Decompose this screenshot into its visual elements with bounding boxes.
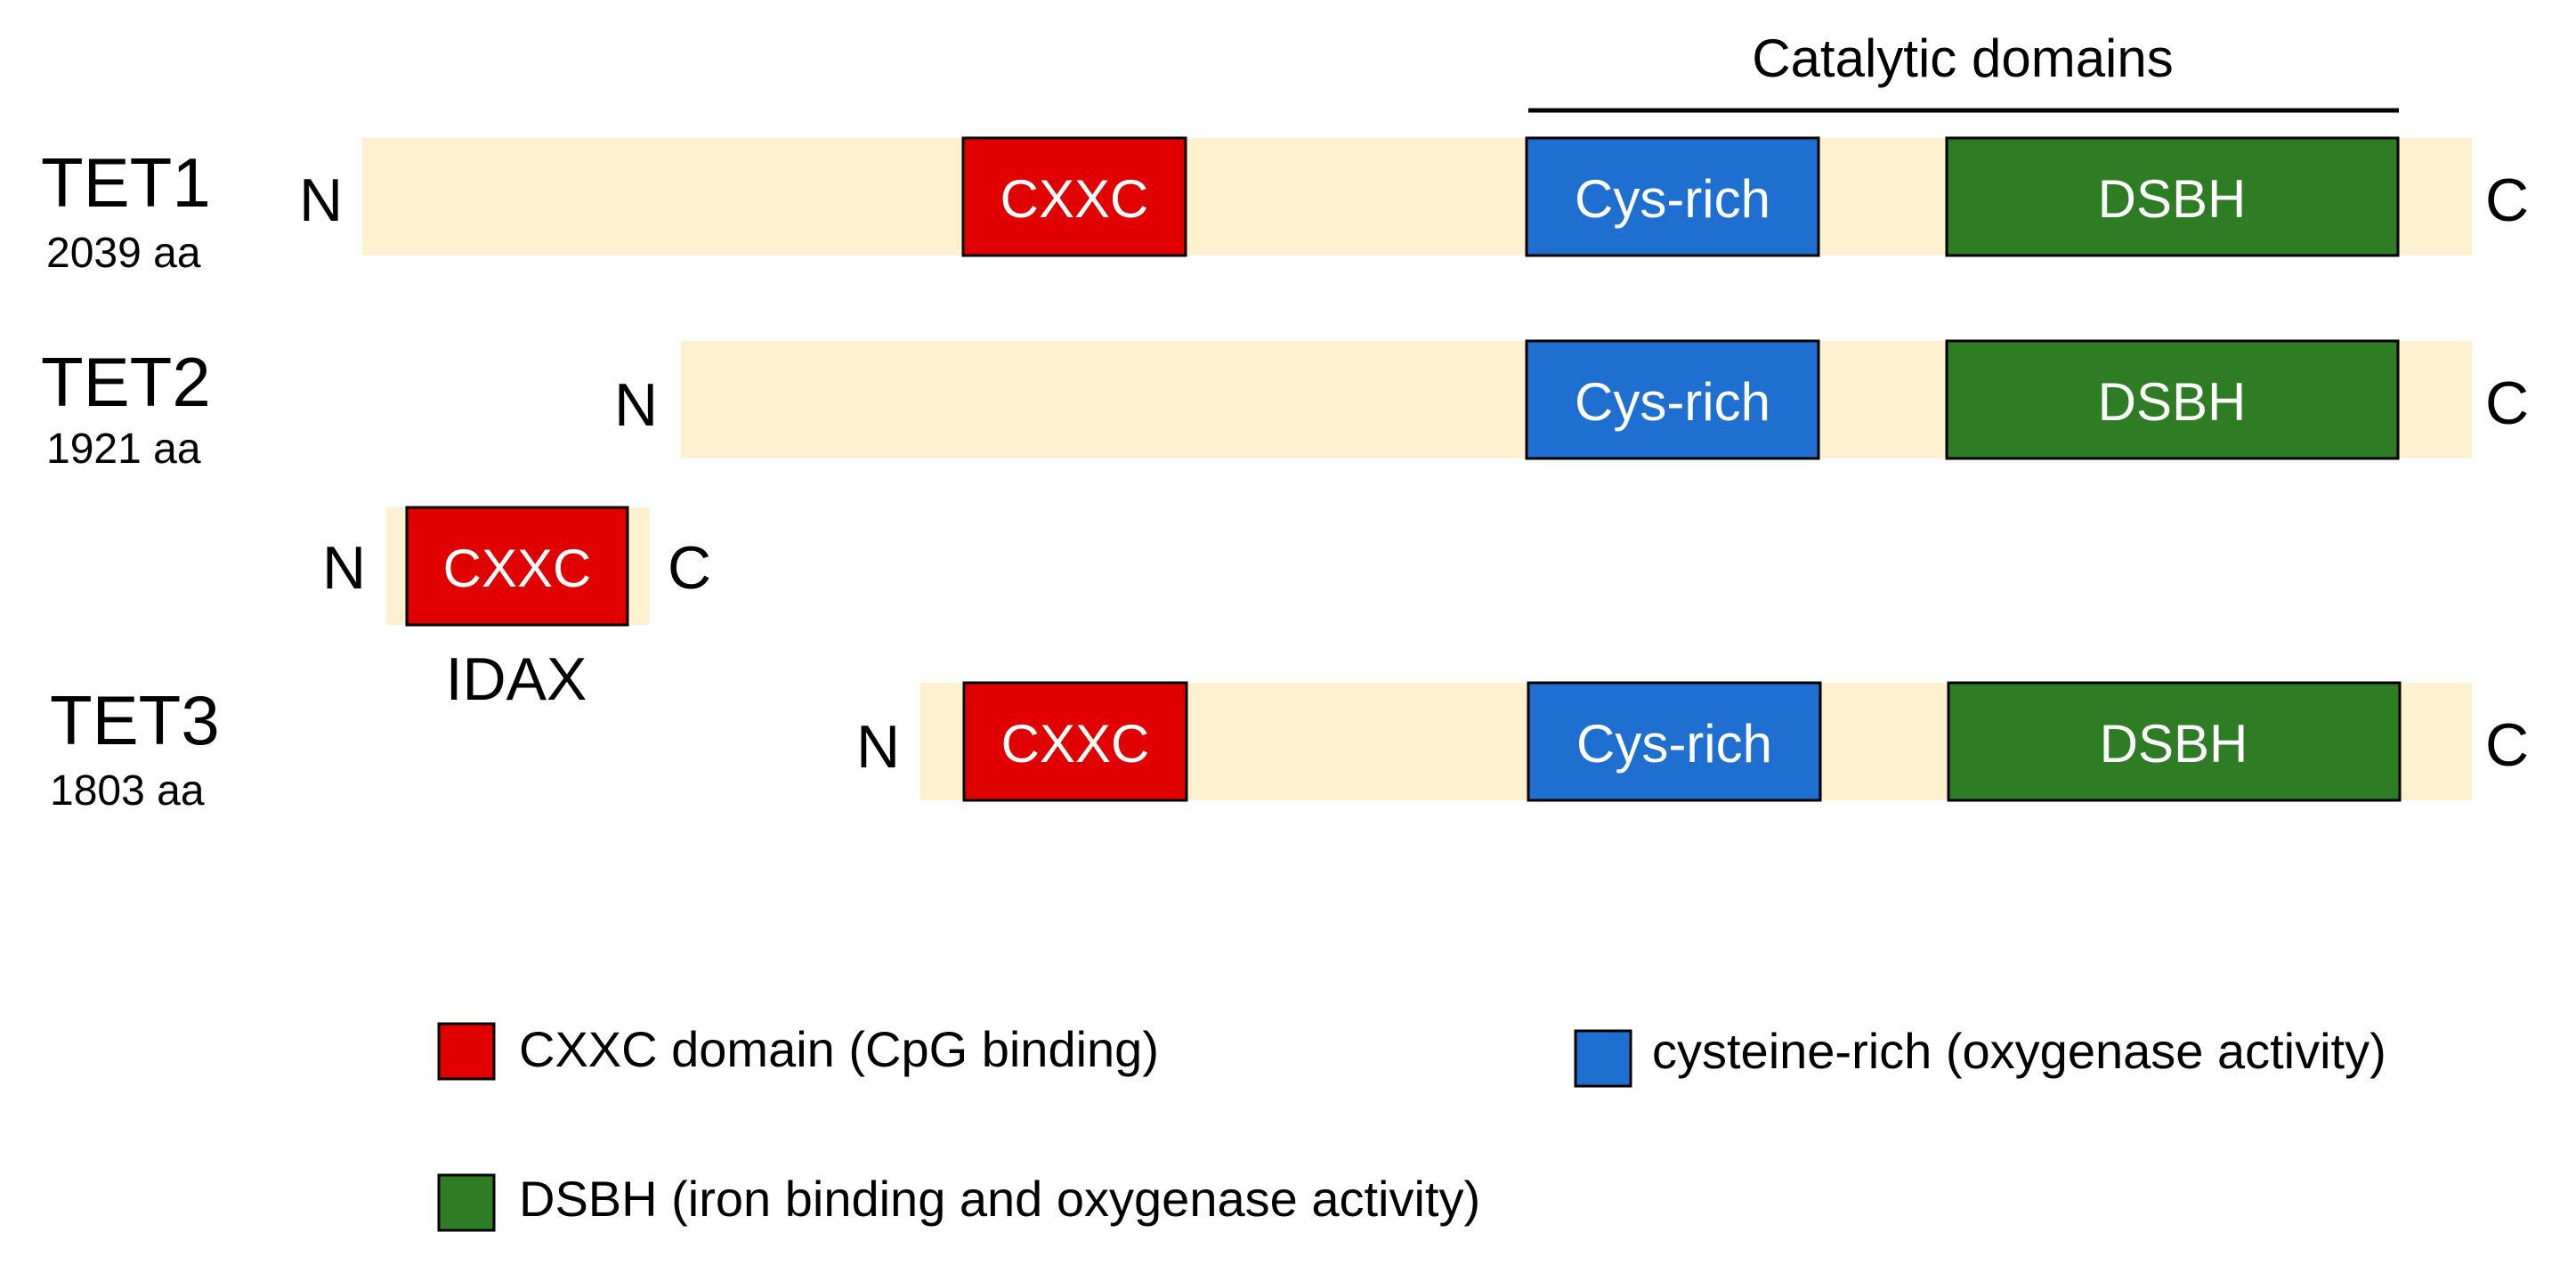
idax-name: IDAX	[446, 645, 587, 713]
tet3-cxxc-domain	[962, 681, 1188, 802]
idax-n-terminus: N	[322, 534, 366, 602]
legend-cxxc-swatch	[437, 1022, 496, 1081]
tet2-cys-rich-domain	[1525, 339, 1820, 460]
legend-dsbh-swatch	[437, 1173, 496, 1232]
idax-row: N CXXC C IDAX	[322, 506, 711, 713]
tet1-name: TET1	[41, 143, 211, 222]
idax-c-terminus: C	[668, 534, 711, 602]
tet2-n-terminus: N	[614, 371, 658, 439]
tet2-dsbh-label: DSBH	[2098, 372, 2247, 432]
idax-cxxc-label: CXXC	[443, 539, 592, 598]
catalytic-domains-label: Catalytic domains	[1752, 28, 2174, 88]
tet1-cxxc-label: CXXC	[1000, 169, 1149, 229]
tet3-cxxc-label: CXXC	[1001, 714, 1150, 774]
tet3-name: TET3	[50, 681, 220, 759]
tet1-n-terminus: N	[299, 166, 343, 234]
tet3-cys-rich-label: Cys-rich	[1576, 714, 1772, 774]
legend-dsbh-text: DSBH (iron binding and oxygenase activit…	[519, 1171, 1480, 1227]
tet1-c-terminus: C	[2485, 166, 2529, 234]
tet3-cys-rich-domain	[1527, 681, 1822, 802]
idax-cxxc-domain	[405, 506, 629, 627]
tet2-name: TET2	[41, 343, 211, 421]
tet2-length: 1921 aa	[46, 426, 201, 473]
tet2-dsbh-domain	[1945, 339, 2400, 460]
tet2-row: TET2 1921 aa N Cys-rich DSBH C	[41, 339, 2529, 473]
tet3-row: TET3 1803 aa N CXXC Cys-rich DSBH C	[50, 681, 2529, 815]
tet3-c-terminus: C	[2485, 711, 2529, 779]
legend-cxxc-text: CXXC domain (CpG binding)	[519, 1021, 1159, 1077]
tet1-length: 2039 aa	[46, 230, 201, 277]
tet3-dsbh-label: DSBH	[2100, 714, 2248, 774]
tet1-cxxc-domain	[961, 136, 1187, 257]
legend-cys-rich-text: cysteine-rich (oxygenase activity)	[1652, 1023, 2386, 1079]
tet3-length: 1803 aa	[50, 767, 205, 815]
tet1-cys-rich-label: Cys-rich	[1575, 169, 1770, 229]
legend-cys-rich-swatch	[1574, 1029, 1632, 1088]
tet2-cys-rich-label: Cys-rich	[1575, 372, 1770, 432]
tet1-row: TET1 2039 aa N CXXC Cys-rich DSBH C	[41, 136, 2529, 277]
tet3-dsbh-domain	[1947, 681, 2402, 802]
legend: CXXC domain (CpG binding) cysteine-rich …	[437, 1021, 2386, 1232]
tet1-cys-rich-domain	[1525, 136, 1820, 257]
tet2-c-terminus: C	[2485, 369, 2529, 437]
tet1-dsbh-label: DSBH	[2098, 169, 2247, 229]
tet3-n-terminus: N	[856, 713, 900, 781]
tet1-dsbh-domain	[1945, 136, 2400, 257]
